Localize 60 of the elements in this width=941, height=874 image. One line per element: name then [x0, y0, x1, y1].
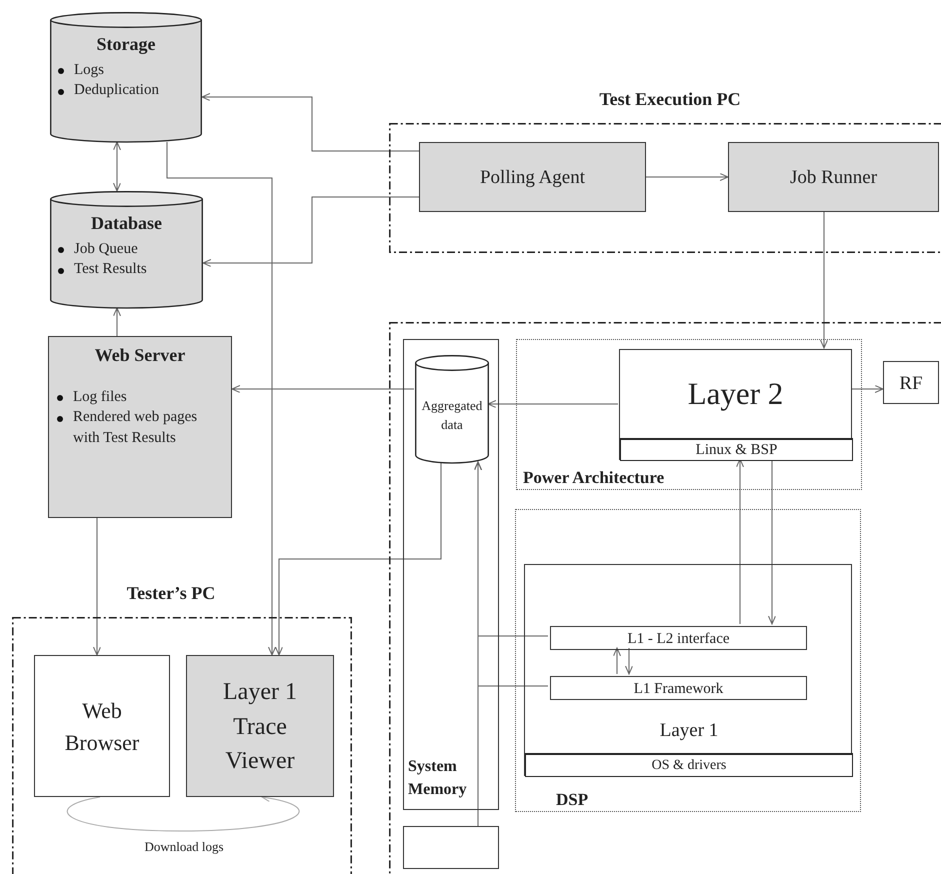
bullet-item: Log files	[73, 389, 127, 405]
node-label: Job Runner	[790, 166, 878, 190]
node-label: Layer 2	[688, 374, 784, 413]
node-title: Database	[91, 213, 162, 233]
bullet-item: Deduplication	[74, 82, 159, 98]
group-title: System Memory	[408, 758, 467, 798]
group-frame	[515, 509, 861, 812]
process-box	[403, 826, 499, 869]
bullet-item: Logs	[74, 62, 104, 78]
arrow	[613, 648, 621, 674]
bullet-item: Rendered web pages with Test Results	[73, 409, 198, 446]
node-label: Aggregated data	[420, 397, 484, 434]
node-label: L1 Framework	[634, 680, 724, 698]
arrow	[113, 142, 121, 192]
group-title: Test Execution PC	[599, 89, 741, 109]
arrow	[232, 385, 414, 393]
bullet-item: Job Queue	[74, 241, 138, 257]
arrow	[202, 93, 420, 152]
arrow	[768, 458, 776, 624]
group-title: Power Architecture	[523, 468, 664, 487]
process-box	[524, 564, 852, 776]
node-label: Web Browser	[64, 697, 140, 757]
process-box	[186, 655, 334, 797]
group-title: DSP	[556, 790, 588, 809]
arrow	[66, 794, 300, 832]
process-box	[34, 655, 170, 797]
node-title: Web Server	[94, 345, 186, 365]
layer-band	[525, 753, 853, 777]
arrow	[93, 518, 101, 656]
process-box	[403, 339, 499, 810]
process-box	[550, 676, 807, 700]
process-box	[619, 349, 852, 460]
node-label: RF	[899, 372, 923, 396]
bullet-item: Test Results	[74, 261, 147, 278]
node-label: L1 - L2 interface	[627, 630, 730, 648]
arrow	[202, 196, 420, 267]
arrow	[850, 385, 884, 393]
arrow	[820, 212, 828, 348]
process-box	[883, 361, 939, 404]
node-label: Layer 1	[660, 720, 718, 741]
arrow	[474, 462, 482, 826]
node-label: Linux & BSP	[696, 440, 778, 460]
arrow	[488, 400, 618, 408]
process-box	[48, 336, 232, 518]
node-label: Layer 1 Trace Viewer	[222, 678, 298, 776]
group-title: Tester’s PC	[126, 583, 216, 603]
node-title: Storage	[96, 34, 156, 54]
process-box	[550, 626, 807, 650]
node-label: Polling Agent	[480, 166, 586, 190]
process-box	[419, 142, 646, 212]
arrow	[166, 142, 276, 656]
node-label: OS & drivers	[652, 756, 726, 774]
arrow	[736, 458, 744, 624]
arrow	[113, 308, 121, 336]
process-box	[728, 142, 939, 212]
layer-band	[620, 438, 853, 461]
group-frame	[516, 339, 862, 490]
arrow	[646, 173, 728, 181]
arrow	[275, 462, 442, 656]
arrow	[625, 648, 633, 674]
